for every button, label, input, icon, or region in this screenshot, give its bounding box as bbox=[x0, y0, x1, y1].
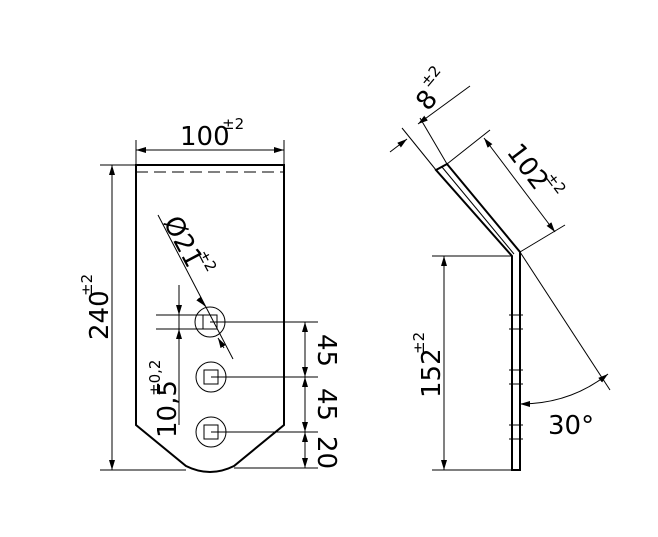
lower-length-tolerance: ±2 bbox=[410, 332, 428, 354]
width-value: 100 bbox=[180, 122, 230, 152]
height-value: 240 bbox=[85, 290, 115, 340]
lower-length-value: 152 bbox=[417, 348, 447, 398]
side-view: 8 ±2 102 ±2 152 ±2 bbox=[389, 62, 611, 471]
plate-outline bbox=[135, 164, 285, 473]
bottom-gap-value: 20 bbox=[311, 436, 341, 469]
thickness-value: 8 bbox=[410, 85, 444, 117]
angle-dimension: 30° bbox=[519, 251, 611, 441]
width-dimension: 100 ±2 bbox=[135, 115, 285, 165]
lower-length-dimension: 152 ±2 bbox=[410, 255, 512, 471]
pitch-2-value: 45 bbox=[311, 388, 341, 421]
angle-value: 30° bbox=[548, 411, 594, 441]
hole-diameter-dimension: Ø21 ±2 bbox=[157, 211, 234, 360]
height-dimension: 240 ±2 bbox=[78, 164, 186, 471]
hole-offset-tolerance: ±0,2 bbox=[146, 360, 164, 396]
hole-offset-value: 10,5 bbox=[153, 380, 183, 438]
hole-offset-dimension: 10,5 ±0,2 bbox=[146, 285, 210, 438]
height-tolerance: ±2 bbox=[78, 274, 96, 296]
pitch-dimensions: 45 45 20 bbox=[210, 321, 341, 469]
width-tolerance: ±2 bbox=[222, 115, 244, 133]
front-view: 100 ±2 240 ±2 Ø21 ±2 bbox=[78, 115, 341, 473]
side-hole-marks bbox=[509, 314, 523, 440]
upper-length-dimension: 102 ±2 bbox=[446, 129, 570, 253]
pitch-1-value: 45 bbox=[311, 334, 341, 367]
thickness-dimension: 8 ±2 bbox=[389, 62, 471, 171]
upper-length-value: 102 bbox=[500, 138, 554, 196]
